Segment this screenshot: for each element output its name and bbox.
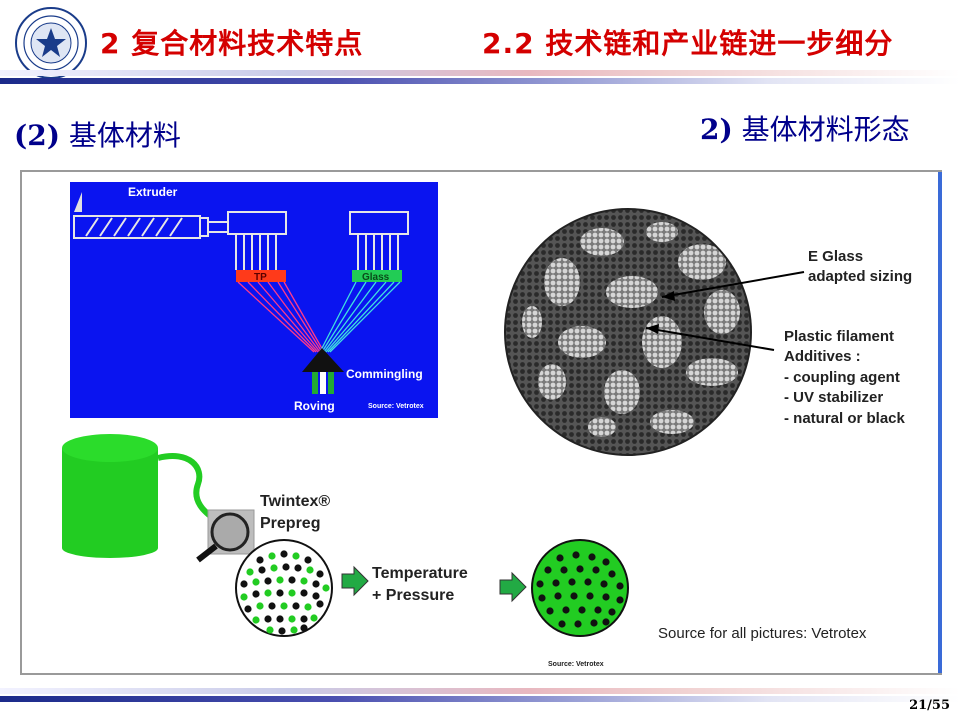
- temperature-label: Temperature: [372, 565, 468, 582]
- commingling-label: Commingling: [346, 367, 423, 381]
- source-all-pictures: Source for all pictures: Vetrotex: [658, 625, 867, 642]
- pressure-label: + Pressure: [372, 587, 454, 604]
- consolidated-fiber-dots: [536, 551, 624, 628]
- header-rule-bottom: [0, 78, 960, 84]
- glass-label: Glass: [362, 272, 390, 283]
- plastic-filament-label: Plastic filament: [784, 328, 894, 345]
- svg-text:Prepreg: Prepreg: [260, 515, 320, 532]
- header-rule-top: [0, 70, 960, 76]
- footer-rule-top: [0, 688, 960, 694]
- additives-label: Additives :: [784, 348, 861, 365]
- university-seal-logo: [15, 7, 87, 79]
- header-right-title: 2.2 技术链和产业链进一步细分: [482, 27, 894, 60]
- footer-rule-bottom: [0, 696, 960, 702]
- adapted-sizing-label: adapted sizing: [808, 268, 912, 285]
- figure-right-border: [938, 172, 942, 673]
- fiber-cross-section-micrograph: E Glass adapted sizing Plastic filament …: [504, 208, 912, 456]
- source-label-small-bottom: Source: Vetrotex: [548, 661, 604, 668]
- tp-label: TP: [254, 272, 267, 283]
- page-number: 21/55: [909, 698, 950, 713]
- section-heading-right: 2) 基体材料形态: [700, 113, 910, 146]
- commingling-diagram: Extruder TP Glass: [70, 182, 438, 418]
- extruder-label: Extruder: [128, 185, 178, 199]
- section-heading-left: (2) 基体材料: [14, 119, 181, 152]
- coupling-agent-label: - coupling agent: [784, 369, 900, 386]
- e-glass-label: E Glass: [808, 248, 863, 265]
- mixed-fiber-dots: [240, 550, 330, 635]
- figure-panel: Extruder TP Glass: [20, 170, 942, 675]
- roving-label: Roving: [294, 399, 335, 413]
- natural-or-black-label: - natural or black: [784, 410, 906, 427]
- uv-stabilizer-label: - UV stabilizer: [784, 389, 883, 406]
- source-label-small-top: Source: Vetrotex: [368, 403, 424, 410]
- header-left-title: 2 复合材料技术特点: [100, 27, 364, 60]
- twintex-process-diagram: Twintex® Prepreg: [62, 434, 867, 668]
- twintex-label: Twintex®: [260, 493, 330, 510]
